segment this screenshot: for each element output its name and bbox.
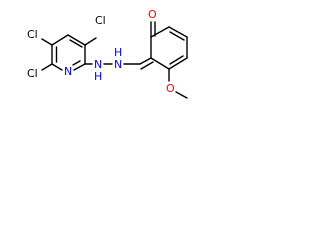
bond-c3-n-double: [72, 60, 81, 66]
chlorine-label-bottom: Cl: [27, 67, 38, 80]
bond-o-ch3: [175, 91, 188, 99]
bond-c5-c6: [51, 34, 69, 46]
bond-n-c4: [51, 63, 63, 71]
bond-c-cl-bottom: [41, 63, 53, 71]
bond-ch-ring: [139, 57, 152, 65]
hydrazine-hydrogen-label-1: H: [94, 70, 102, 83]
chemical-structure-diagram: Cl Cl Cl N N H N H O O: [27, 8, 188, 99]
bond-c1-c2-double: [69, 39, 83, 48]
bond-r6-r1: [150, 57, 170, 70]
bond-c-cl-top: [84, 37, 97, 46]
bond-ch-ring-double: [140, 61, 154, 70]
methoxy-oxygen-label: O: [166, 82, 175, 95]
bond-r5-r6-double: [169, 55, 184, 65]
bond-r2-r3: [150, 26, 170, 38]
atom-labels: Cl Cl Cl N N H N H O O: [27, 8, 175, 95]
hydrazine-nitrogen-label-2: N: [114, 58, 122, 71]
hydrazine-nitrogen-label-1: N: [94, 58, 102, 71]
bond-r5-r6: [168, 57, 188, 70]
bonds: [41, 21, 188, 99]
bond-c3-n: [73, 63, 86, 71]
bond-r3-r4-double: [169, 31, 185, 41]
carbonyl-oxygen-label: O: [148, 8, 157, 21]
bond-c-cl-left: [41, 38, 53, 46]
hydrazine-hydrogen-label-2: H: [114, 46, 122, 59]
chlorine-label-left: Cl: [27, 28, 38, 41]
chlorine-label-top: Cl: [95, 14, 106, 27]
pyridine-nitrogen-label: N: [64, 65, 72, 78]
bond-c1-c2: [67, 34, 86, 46]
bond-r3-r4: [168, 26, 188, 38]
